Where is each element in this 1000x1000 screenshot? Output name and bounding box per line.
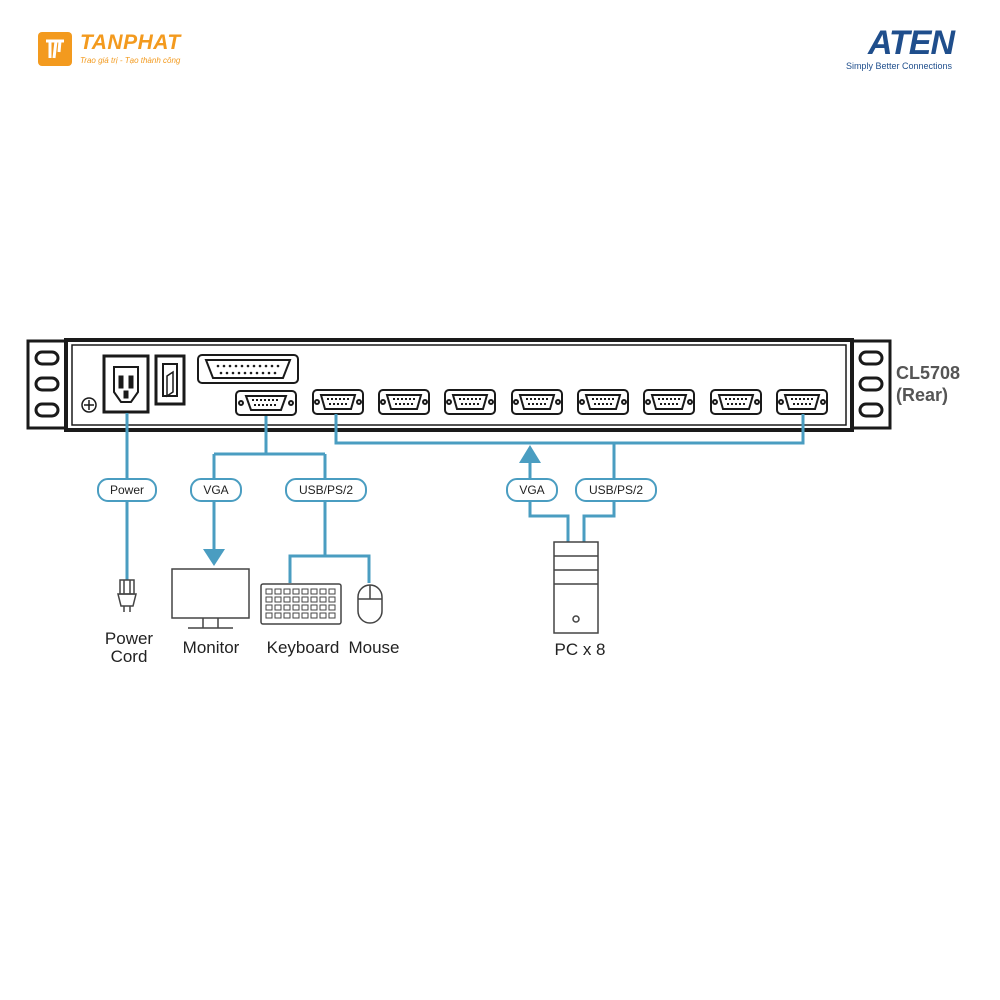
- pc-label: PC x 8: [554, 640, 606, 659]
- power-plug-icon: [117, 579, 137, 612]
- rack-ear-left: [26, 339, 68, 430]
- keyboard-key: [319, 596, 327, 603]
- device-model-label: CL5708 (Rear): [896, 362, 960, 406]
- mouse-label: Mouse: [348, 638, 400, 657]
- keyboard-key: [292, 604, 300, 611]
- tanphat-name: TANPHAT: [80, 31, 181, 54]
- power-pill: Power: [97, 478, 157, 502]
- cpu-port-7: [710, 389, 762, 415]
- keyboard-key: [274, 604, 282, 611]
- keyboard-key: [310, 612, 318, 619]
- usb-pc-pill: USB/PS/2: [575, 478, 657, 502]
- power-switch: [154, 354, 186, 406]
- cpu-bus-cable: [334, 414, 805, 445]
- ground-screw-icon: [81, 397, 97, 413]
- pc-tower-icon: [553, 541, 599, 634]
- keyboard-key: [328, 596, 336, 603]
- keyboard-key: [301, 588, 309, 595]
- keyboard-key: [274, 588, 282, 595]
- cpu-port-3: [444, 389, 496, 415]
- keyboard-key: [319, 588, 327, 595]
- keyboard-key: [265, 604, 273, 611]
- keyboard-key: [283, 588, 291, 595]
- keyboard-key: [328, 612, 336, 619]
- vga-pc-pill: VGA: [506, 478, 558, 502]
- device-view: (Rear): [896, 385, 949, 405]
- keyboard-key: [319, 612, 327, 619]
- cables: [125, 413, 805, 583]
- cpu-port-2: [378, 389, 430, 415]
- cpu-port-row: [312, 389, 828, 415]
- keyboard-key: [265, 588, 273, 595]
- keyboard-key: [265, 612, 273, 619]
- rack-ear-right: [850, 339, 892, 430]
- monitor-arrow-icon: [203, 549, 225, 566]
- keyboard-key: [301, 604, 309, 611]
- console-port: [235, 390, 297, 416]
- keyboard-key: [274, 596, 282, 603]
- vga-console-pill: VGA: [190, 478, 242, 502]
- vga-pc-arrow-icon: [519, 445, 541, 463]
- tanphat-slogan: Trao giá trị - Tạo thành công: [80, 56, 181, 65]
- keyboard-key: [310, 596, 318, 603]
- cpu-port-5: [577, 389, 629, 415]
- keyboard-icon: [260, 583, 342, 625]
- aten-name: ATEN: [867, 24, 955, 62]
- keyboard-key: [283, 604, 291, 611]
- keyboard-label: Keyboard: [266, 638, 340, 657]
- tanphat-logo: TANPHAT Trao giá trị - Tạo thành công: [38, 30, 208, 70]
- keyboard-key: [292, 596, 300, 603]
- cpu-port-4: [511, 389, 563, 415]
- cpu-port-1: [312, 389, 364, 415]
- keyboard-key: [292, 612, 300, 619]
- keyboard-key: [283, 596, 291, 603]
- monitor-label: Monitor: [182, 638, 240, 657]
- power-inlet: [102, 354, 150, 414]
- keyboard-key: [265, 596, 273, 603]
- usb-console-cable: [288, 454, 371, 583]
- aten-tagline: Simply Better Connections: [845, 61, 952, 71]
- keyboard-key: [310, 588, 318, 595]
- keyboard-key: [310, 604, 318, 611]
- power-cord-label-line2: Cord: [110, 647, 148, 666]
- keyboard-key: [301, 596, 309, 603]
- keyboard-key: [274, 612, 282, 619]
- aten-logo: ATEN Simply Better Connections: [820, 24, 960, 74]
- keyboard-key: [328, 604, 336, 611]
- monitor-icon: [171, 568, 250, 629]
- usb-console-pill: USB/PS/2: [285, 478, 367, 502]
- keyboard-key: [301, 612, 309, 619]
- power-cord-label: Power Cord: [97, 630, 161, 666]
- tanphat-logo-icon: [38, 32, 72, 66]
- keyboard-key: [319, 604, 327, 611]
- keyboard-key: [328, 588, 336, 595]
- device-model: CL5708: [896, 363, 961, 383]
- power-cord-label-line1: Power: [104, 629, 154, 648]
- vga-pc-cable: [528, 462, 570, 542]
- mouse-icon: [357, 584, 383, 624]
- keyboard-key: [283, 612, 291, 619]
- db25-port: [197, 354, 299, 384]
- keyboard-key: [292, 588, 300, 595]
- cpu-port-6: [643, 389, 695, 415]
